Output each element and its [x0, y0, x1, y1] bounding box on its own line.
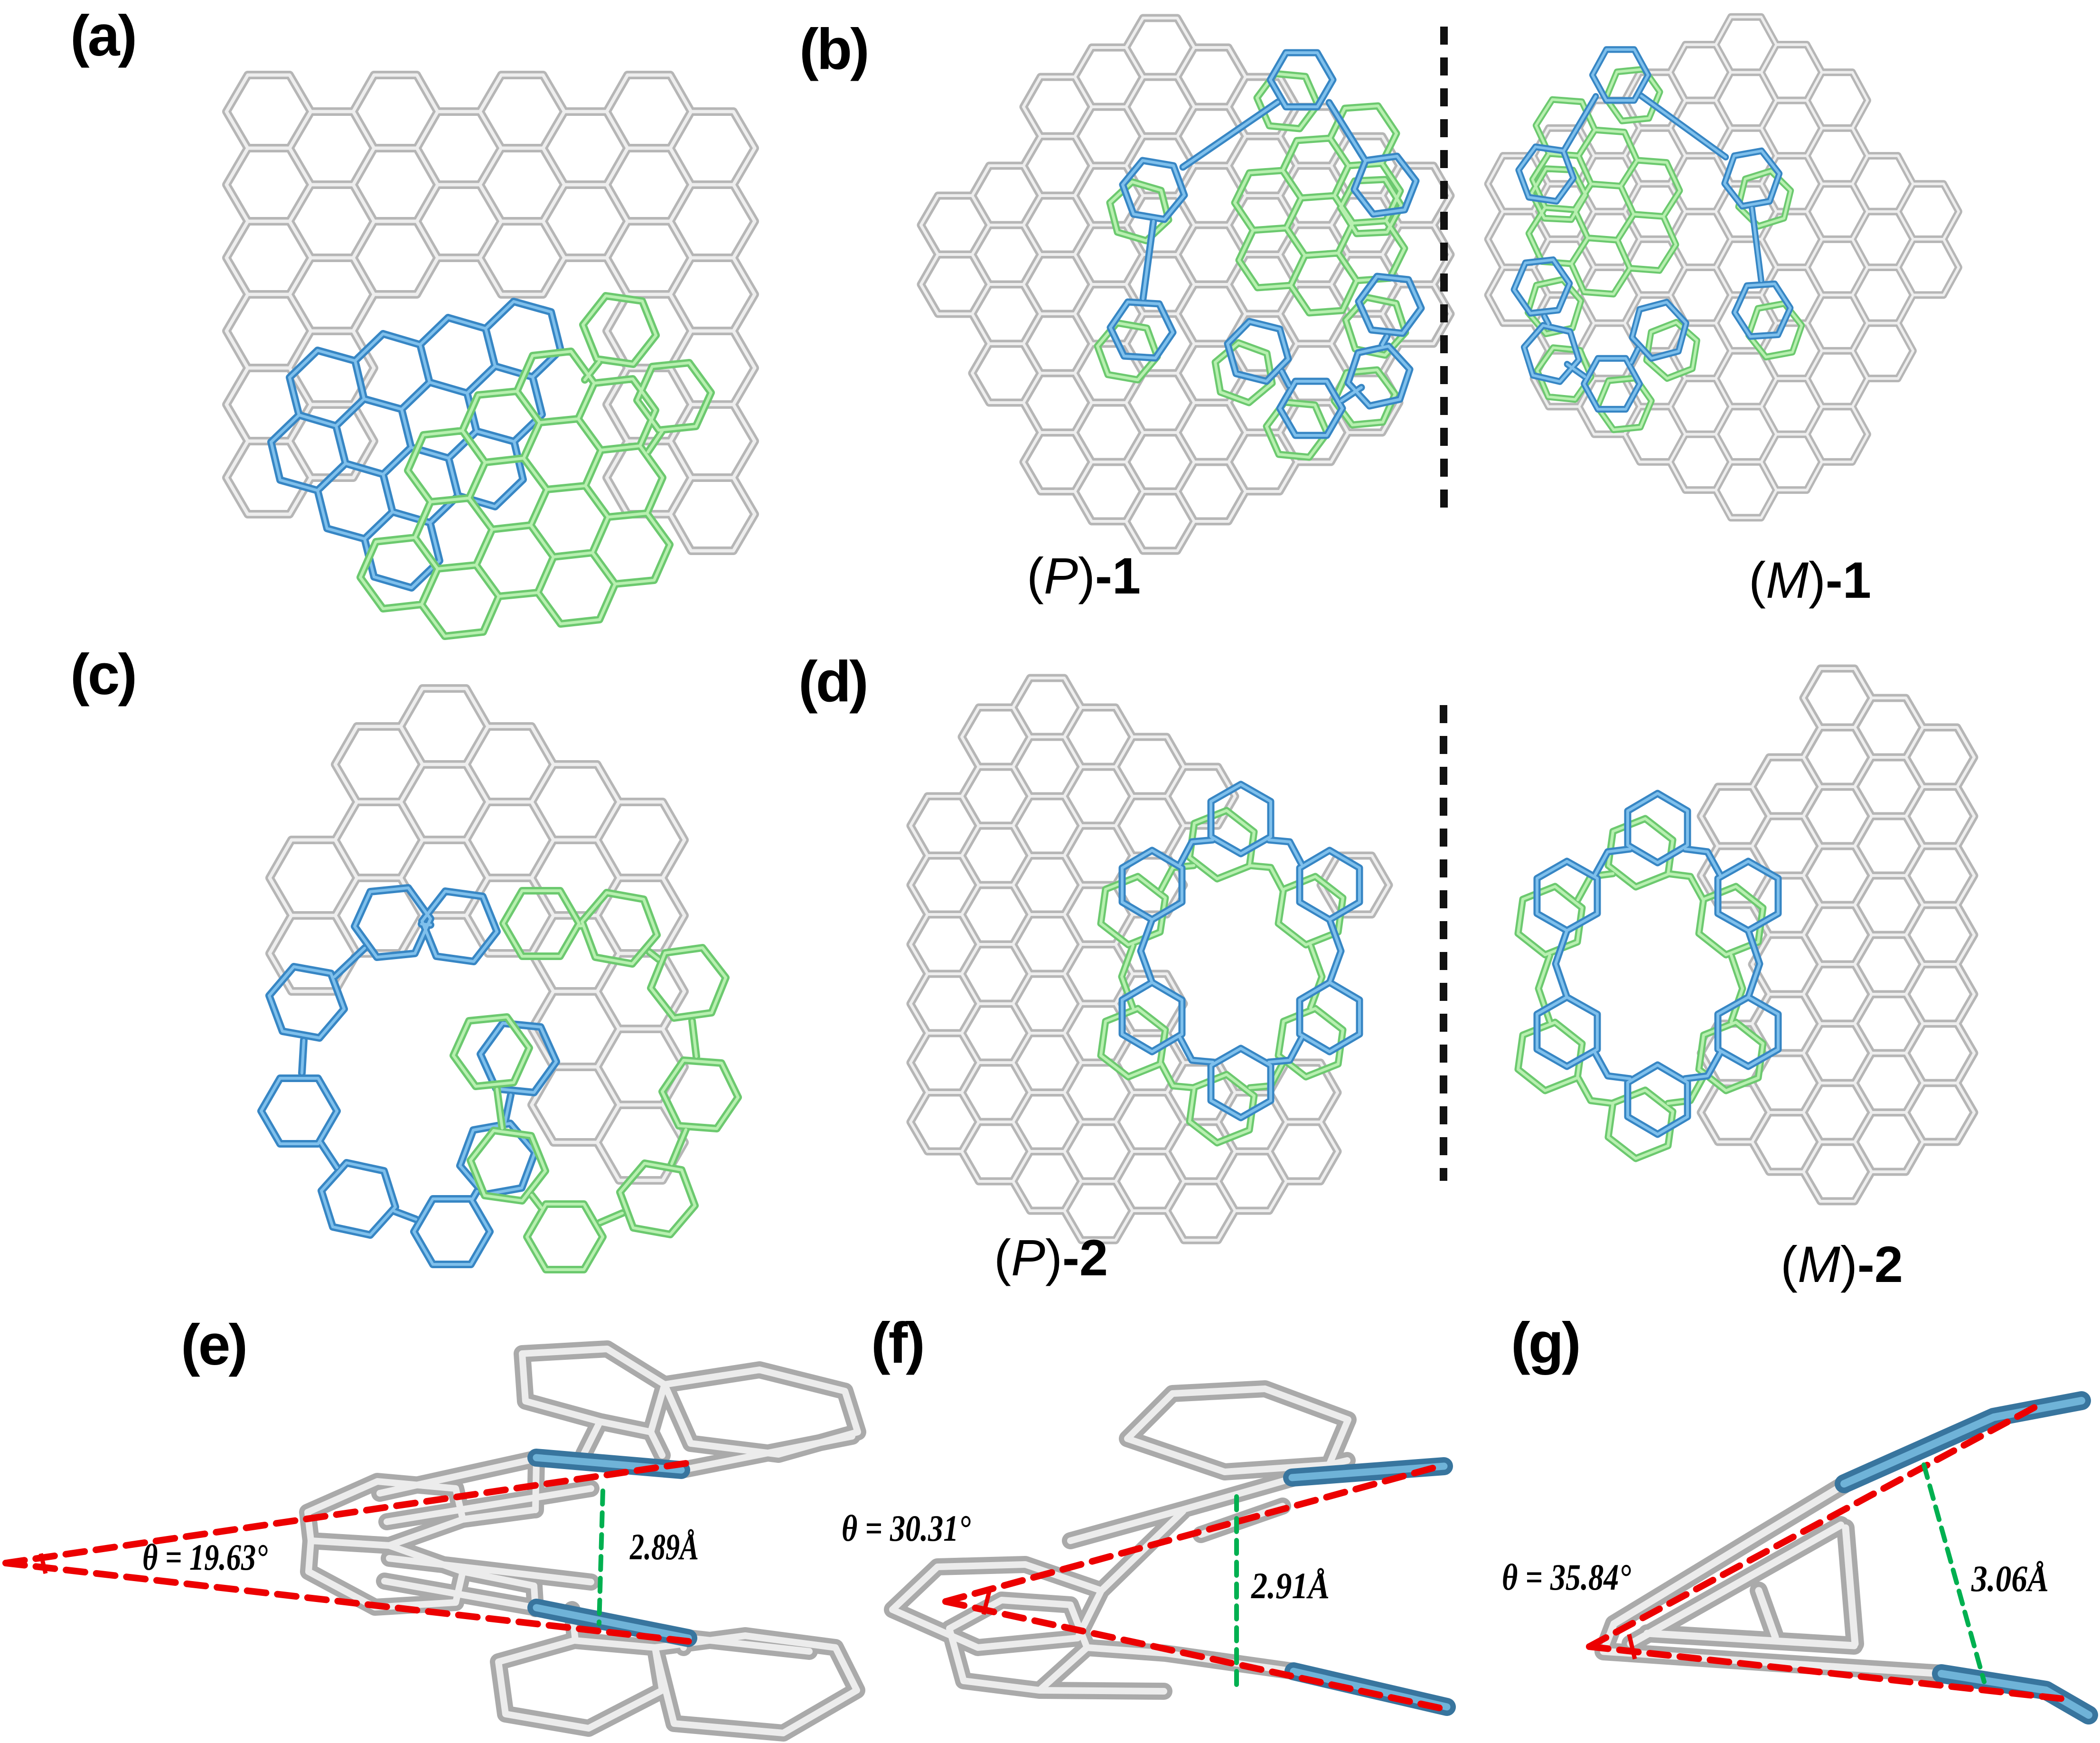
svg-text:(d): (d)	[798, 649, 867, 714]
svg-text:3.06Å: 3.06Å	[1971, 1558, 2049, 1599]
svg-text:(M)-1: (M)-1	[1749, 551, 1871, 609]
svg-text:(P)-1: (P)-1	[1027, 547, 1141, 604]
svg-text:θ = 30.31°: θ = 30.31°	[842, 1507, 971, 1549]
svg-text:(e): (e)	[181, 1312, 246, 1377]
svg-text:2.89Å: 2.89Å	[629, 1526, 699, 1567]
svg-text:(c): (c)	[70, 642, 135, 707]
svg-text:2.91Å: 2.91Å	[1251, 1565, 1330, 1606]
svg-text:(a): (a)	[70, 3, 135, 68]
svg-text:θ = 35.84°: θ = 35.84°	[1502, 1556, 1631, 1598]
svg-text:(g): (g)	[1511, 1310, 1579, 1375]
svg-text:θ = 19.63°: θ = 19.63°	[142, 1536, 268, 1578]
svg-text:(b): (b)	[799, 17, 868, 81]
svg-text:(f): (f)	[871, 1310, 923, 1375]
svg-text:(P)-2: (P)-2	[994, 1229, 1108, 1286]
svg-text:(M)-2: (M)-2	[1781, 1235, 1903, 1293]
